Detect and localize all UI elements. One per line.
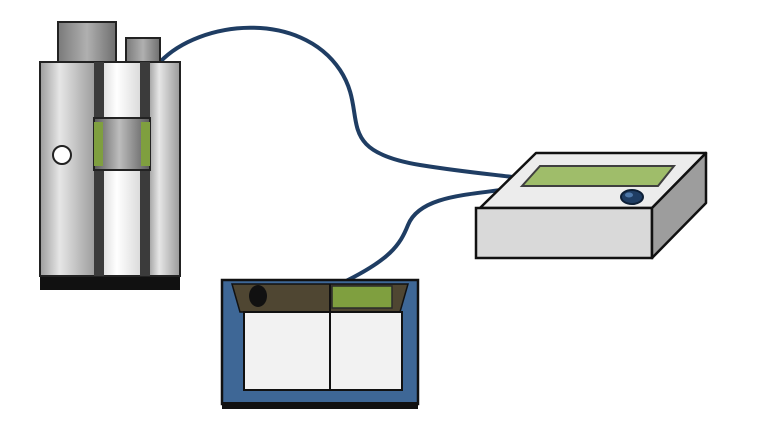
control-box-side	[650, 151, 708, 260]
tray-green-pad	[331, 285, 393, 309]
tray-compartment-left	[243, 311, 331, 391]
tower-green-strip-left	[94, 122, 103, 166]
cable-tower-to-box	[158, 25, 522, 180]
control-box-display	[519, 165, 677, 187]
cable-tray-to-box	[338, 186, 517, 286]
tray-container-icon	[220, 278, 420, 409]
tower-top-block	[57, 21, 117, 65]
tray-base	[222, 402, 418, 409]
tower-base	[40, 276, 180, 290]
tower-mid-band	[93, 117, 151, 171]
tower-device-icon	[39, 21, 181, 290]
control-box-knob	[620, 189, 644, 205]
tray-compartment-right	[329, 311, 403, 391]
control-box-icon	[474, 151, 708, 260]
tower-top-port	[125, 37, 161, 65]
tower-indicator-light	[52, 145, 72, 165]
tower-green-strip-right	[141, 122, 150, 166]
control-box-front	[474, 206, 654, 260]
tower-left-panel	[39, 61, 97, 277]
tray-black-marker	[249, 285, 267, 307]
tower-right-panel	[147, 61, 181, 277]
control-box-knob-highlight	[625, 192, 633, 198]
